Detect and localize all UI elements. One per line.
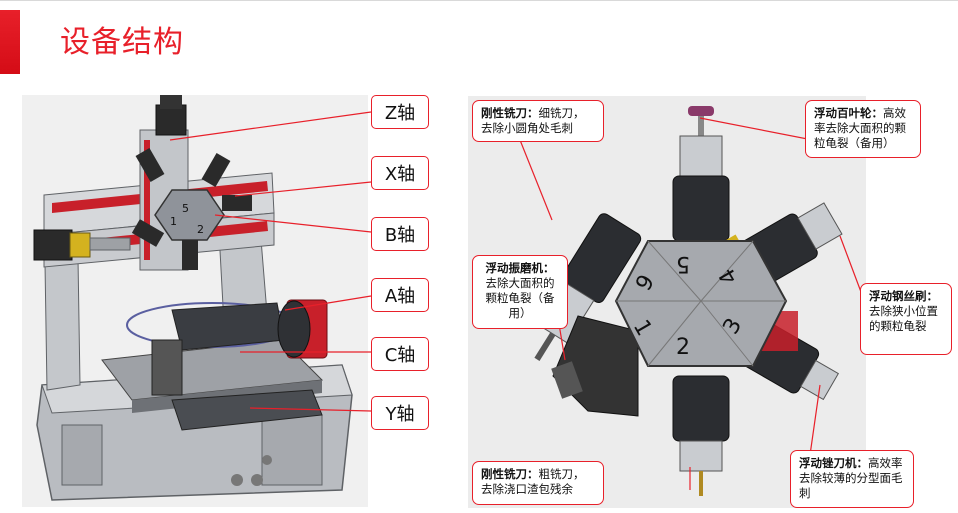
- callout-title: 浮动振磨机：: [485, 261, 555, 275]
- svg-text:5: 5: [182, 202, 189, 215]
- callout-boring: 浮动锉刀机：高效率去除较薄的分型面毛刺: [790, 450, 914, 508]
- axis-label-y: Y轴: [371, 396, 429, 430]
- callout-desc: 细铣刀，去除小圆角处毛刺: [481, 106, 585, 135]
- machine-drawing: 5 1 2: [33, 95, 353, 501]
- callout-desc: 去除狭小位置的颗粒龟裂: [869, 304, 938, 333]
- callout-rigid-mill-bottom: 刚性铣刀：粗铣刀，去除浇口渣包残余: [472, 461, 604, 505]
- callout-title: 浮动钢丝刷：: [869, 289, 938, 303]
- callout-rigid-mill-top: 刚性铣刀：细铣刀，去除小圆角处毛刺: [472, 100, 604, 142]
- svg-text:1: 1: [170, 215, 177, 228]
- callout-desc: 去除大面积的颗粒龟裂（备用）: [485, 276, 555, 320]
- callout-desc: 粗铣刀，去除浇口渣包残余: [481, 467, 585, 496]
- axis-label-b: B轴: [371, 217, 429, 251]
- callout-vibration: 浮动振磨机：去除大面积的颗粒龟裂（备用）: [472, 255, 568, 329]
- axis-label-a: A轴: [371, 278, 429, 312]
- callout-desc: 高效率去除大面积的颗粒龟裂（备用）: [814, 106, 906, 150]
- callout-wire-brush: 浮动钢丝刷：去除狭小位置的颗粒龟裂: [860, 283, 952, 355]
- head-number-2: 2: [676, 335, 690, 360]
- title-accent-bar: [0, 10, 20, 74]
- axis-label-c: C轴: [371, 337, 429, 371]
- machine-image: 5 1 2: [22, 95, 368, 507]
- axis-label-z: Z轴: [371, 95, 429, 129]
- svg-text:2: 2: [197, 223, 204, 236]
- callout-title: 刚性铣刀：: [481, 106, 539, 120]
- head-number-5: 5: [676, 251, 690, 276]
- callout-title: 浮动锉刀机：: [799, 456, 868, 470]
- callout-title: 刚性铣刀：: [481, 467, 539, 481]
- callout-title: 浮动百叶轮：: [814, 106, 883, 120]
- callout-flap-wheel: 浮动百叶轮：高效率去除大面积的颗粒龟裂（备用）: [805, 100, 921, 158]
- top-divider: [0, 0, 958, 1]
- axis-label-x: X轴: [371, 156, 429, 190]
- callout-desc: 高效率去除较薄的分型面毛刺: [799, 456, 903, 500]
- tool-head-drawing: 5 4 3 2 1 6: [534, 106, 843, 496]
- page-title: 设备结构: [60, 25, 184, 60]
